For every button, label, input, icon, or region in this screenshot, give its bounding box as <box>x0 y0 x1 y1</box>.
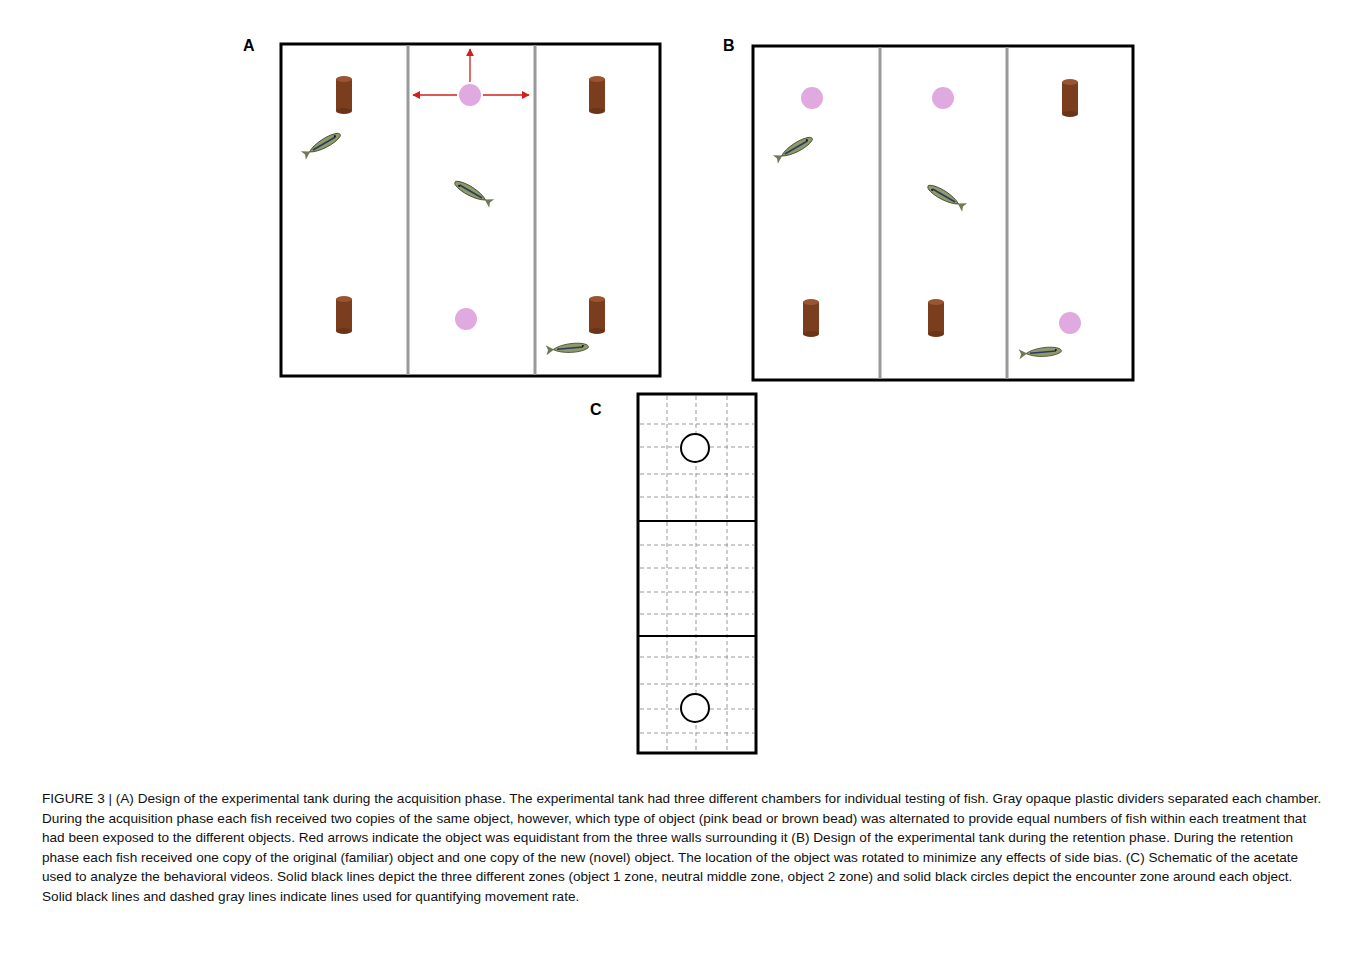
grid-line <box>727 396 728 751</box>
panel-letter: C <box>590 401 602 419</box>
panel-letter: B <box>723 37 735 55</box>
grid-line <box>667 396 668 751</box>
grid-line <box>640 592 754 593</box>
grid-line <box>640 545 754 546</box>
tank-retention <box>753 46 1133 380</box>
acetate-schematic <box>638 394 756 753</box>
grid-line <box>640 684 754 685</box>
grid-line <box>640 474 754 475</box>
tank-acquisition <box>281 44 660 376</box>
grid-line <box>640 568 754 569</box>
grid-line <box>640 733 754 734</box>
figure-caption: FIGURE 3 | (A) Design of the experimenta… <box>42 789 1326 907</box>
grid-line <box>640 614 754 615</box>
grid-line <box>640 424 754 425</box>
panel-letter: A <box>243 37 255 55</box>
grid-line <box>640 497 754 498</box>
grid-line <box>640 657 754 658</box>
